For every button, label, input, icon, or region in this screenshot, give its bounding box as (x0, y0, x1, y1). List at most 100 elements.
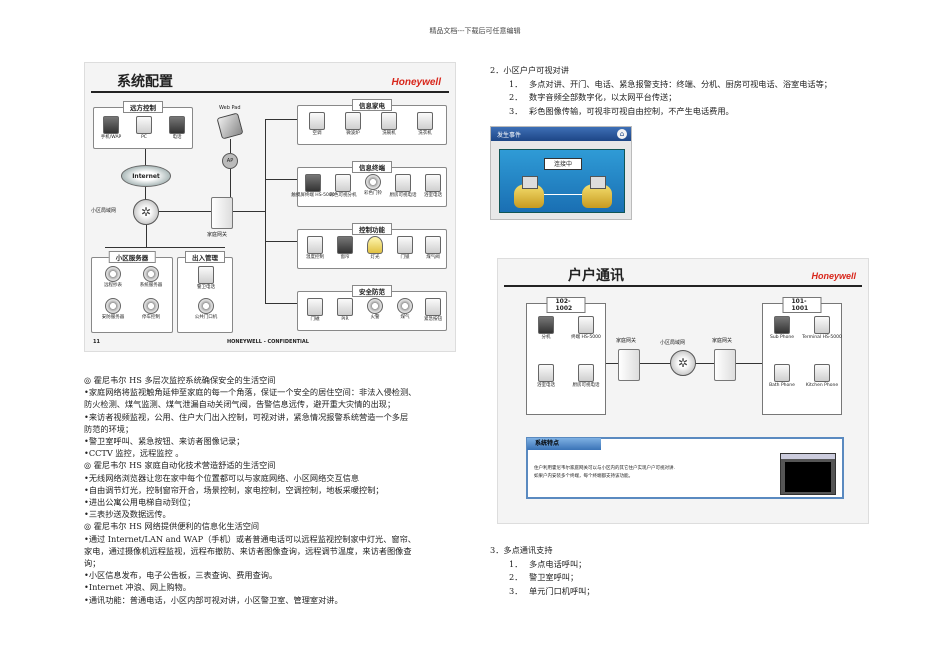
pc-device: PC (127, 116, 161, 140)
alarm-header: 发生事件 ⌂ (491, 127, 631, 141)
video-extension-icon (335, 174, 351, 192)
connector-line (145, 187, 146, 203)
pir-sensor-icon (337, 298, 353, 316)
terminal-kitchen: 厨房可视电话 (386, 174, 420, 198)
room-a-kitchen: 厨房可视电话 (569, 364, 603, 388)
ap-icon: AP (222, 153, 238, 169)
features-text: 住户利用霍尼韦尔家庭网关可以与小区内的其它住户实现户户可视对讲. 如果户内安装多… (534, 466, 675, 479)
terminal-icon (578, 316, 594, 334)
connector-line (105, 247, 225, 248)
lamp-icon (367, 236, 383, 254)
server-system: 系统服务器 (134, 266, 168, 288)
server-icon (105, 266, 121, 282)
terminal-video-ext: 彩色可视分机 (326, 174, 360, 198)
control-gas-valve: 煤气阀 (416, 236, 450, 260)
terminal-icon (814, 316, 830, 334)
figure-title: 户户通讯 (568, 268, 624, 284)
home-gateway-icon (211, 197, 233, 229)
control-lock: 门锁 (388, 236, 422, 260)
phone-icon (103, 116, 119, 134)
remote-control-group: 远方控制 手机/WAP PC 电话 (93, 101, 194, 149)
internet-cloud-icon: Internet (121, 165, 171, 187)
lan-hub-icon: ✲ (133, 199, 159, 225)
room-b-terminal: Terminal HS-5000 (802, 316, 842, 340)
server-icon (143, 266, 159, 282)
computer-icon (514, 176, 544, 208)
smoke-detector-icon (367, 298, 383, 314)
thermostat-icon (307, 236, 323, 254)
system-features-box: 系统特点 住户利用霍尼韦尔家庭网关可以与小区内的其它住户实现户户可视对讲. 如果… (526, 437, 844, 499)
control-group: 控制功能 温度控制 窗帘 灯光 门锁 煤气阀 (297, 223, 450, 269)
terminals-group: 信息终端 触摸屏终端 HS-5000 彩色可视分机 彩色门铃 厨房可视电话 浴室… (291, 161, 450, 207)
terminal-screen-icon (780, 453, 836, 495)
room-101-1001: 101-1001 Sub Phone Terminal HS-5000 Bath… (762, 297, 842, 415)
server-icon (105, 298, 121, 314)
guard-phone-icon (198, 266, 214, 284)
computer-icon (582, 176, 612, 208)
server-group: 小区服务器 远程抄表 系统服务器 安防服务器 停车控制 (91, 251, 173, 333)
page-header: 精品文档---下载后可任意编辑 (429, 27, 521, 35)
door-lock-icon (397, 236, 413, 254)
server-icon (143, 298, 159, 314)
gateway-a-icon (618, 349, 640, 381)
community-lan-label: 小区局域网 (91, 208, 117, 214)
alarm-screenshot: 发生事件 ⌂ 连接中 (490, 126, 632, 220)
connector-line (159, 211, 211, 212)
room-a-bath: 浴室电话 (529, 364, 563, 388)
gateway-b-label: 家庭网关 (712, 338, 733, 344)
section-heading: 3．多点通讯支持 (490, 545, 553, 555)
list-item: 2．数字音频全部数字化，以太网平台传送； (509, 92, 677, 102)
mobile-device: 手机/WAP (94, 116, 128, 140)
group-label: 远方控制 (123, 101, 163, 113)
home-icon: ⌂ (617, 129, 627, 139)
room-102-1002: 102-1002 分机 终端 HS-5000 浴室电话 厨房可视电话 (526, 297, 606, 415)
kitchen-phone-icon (395, 174, 411, 192)
telephone-device: 电话 (160, 116, 194, 140)
webpad-icon (216, 112, 244, 140)
list-item: 2．警卫室呼叫； (509, 572, 579, 582)
terminal-touchscreen: 触摸屏终端 HS-5000 (291, 174, 335, 198)
honeywell-logo: Honeywell (811, 271, 856, 281)
air-conditioner-icon (309, 112, 325, 130)
security-door-sensor: 门磁 (298, 298, 332, 322)
connector-line (265, 241, 297, 242)
dishwasher-icon (381, 112, 397, 130)
connector-line (145, 149, 146, 169)
honeywell-logo: Honeywell (391, 77, 441, 88)
connection-line (544, 194, 582, 195)
entry-group: 出入管理 警卫电话 公共门口机 (177, 251, 233, 333)
washer-icon (417, 112, 433, 130)
appliance-ac: 空调 (300, 112, 334, 136)
control-light: 灯光 (358, 236, 392, 260)
terminal-bath: 浴室电话 (416, 174, 450, 198)
kitchen-phone-icon (578, 364, 594, 382)
bath-phone-icon (538, 364, 554, 382)
connector-line (230, 169, 231, 203)
section-heading: 2．小区户户可视对讲 (490, 65, 569, 75)
list-item: 3．单元门口机呼叫； (509, 585, 595, 596)
entry-guard-phone: 警卫电话 (189, 266, 223, 290)
room-a-extension: 分机 (529, 316, 563, 340)
connecting-status: 连接中 (544, 158, 582, 170)
figure-title: 系统配置 (117, 74, 173, 90)
intercom-section: 2．小区户户可视对讲 1．多点对讲、开门、电话、紧急报警支持：终端、分机、厨房可… (490, 64, 890, 118)
sub-phone-icon (774, 316, 790, 334)
security-gas: 煤气 (388, 298, 422, 320)
connector-line (265, 179, 297, 180)
list-item: 3．彩色图像传输，可视非可视自由控制，不产生电话费用。 (509, 105, 734, 116)
connector-line (265, 119, 297, 120)
security-fire: 火警 (358, 298, 392, 320)
title-rule (504, 285, 862, 287)
system-config-figure: 系统配置 Honeywell 远方控制 手机/WAP PC 电话 Web Pad… (84, 62, 456, 352)
lan-hub-icon: ✲ (670, 350, 696, 376)
home-gateway-label: 家庭网关 (207, 232, 228, 238)
doorbell-icon (365, 174, 381, 190)
pc-icon (136, 116, 152, 134)
connector-line (265, 303, 297, 304)
room-b-kitchen: Kitchen Phone (805, 364, 839, 388)
microwave-icon (345, 112, 361, 130)
bath-phone-icon (425, 174, 441, 192)
webpad-label: Web Pad (219, 105, 241, 111)
list-item: 1．多点对讲、开门、电话、紧急报警支持：终端、分机、厨房可视电话、浴室电话等； (509, 78, 832, 89)
curtain-icon (337, 236, 353, 254)
